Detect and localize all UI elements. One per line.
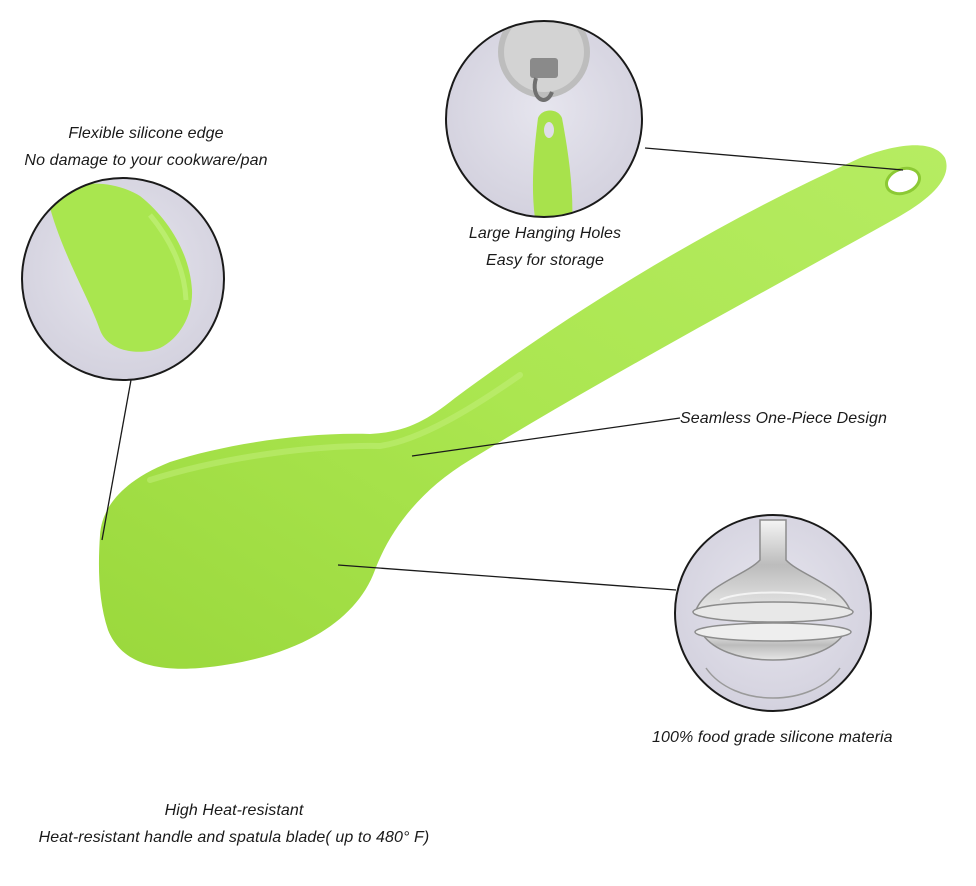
silicone-nipple-detail bbox=[674, 514, 872, 712]
hanging-hook-detail bbox=[445, 20, 643, 218]
food-grade-title: 100% food grade silicone materia bbox=[652, 729, 893, 746]
hanging-holes-title: Large Hanging Holes bbox=[468, 225, 622, 242]
flexible-edge-label: Flexible silicone edge No damage to your… bbox=[14, 120, 278, 174]
seamless-title: Seamless One-Piece Design bbox=[680, 410, 888, 427]
hanging-holes-subtitle: Easy for storage bbox=[485, 252, 605, 269]
callout-lines bbox=[101, 147, 904, 591]
silicone-edge-detail bbox=[21, 177, 225, 381]
flexible-edge-subtitle: No damage to your cookware/pan bbox=[24, 152, 268, 169]
food-grade-label: 100% food grade silicone materia bbox=[652, 724, 893, 751]
seamless-label: Seamless One-Piece Design bbox=[680, 405, 887, 432]
heat-resistant-label: High Heat-resistant Heat-resistant handl… bbox=[4, 797, 464, 851]
heat-resistant-title: High Heat-resistant bbox=[164, 802, 304, 819]
heat-resistant-subtitle: Heat-resistant handle and spatula blade(… bbox=[38, 829, 430, 846]
flexible-edge-title: Flexible silicone edge bbox=[68, 125, 224, 142]
hanging-holes-label: Large Hanging Holes Easy for storage bbox=[430, 220, 660, 274]
spatula-product bbox=[98, 145, 947, 669]
